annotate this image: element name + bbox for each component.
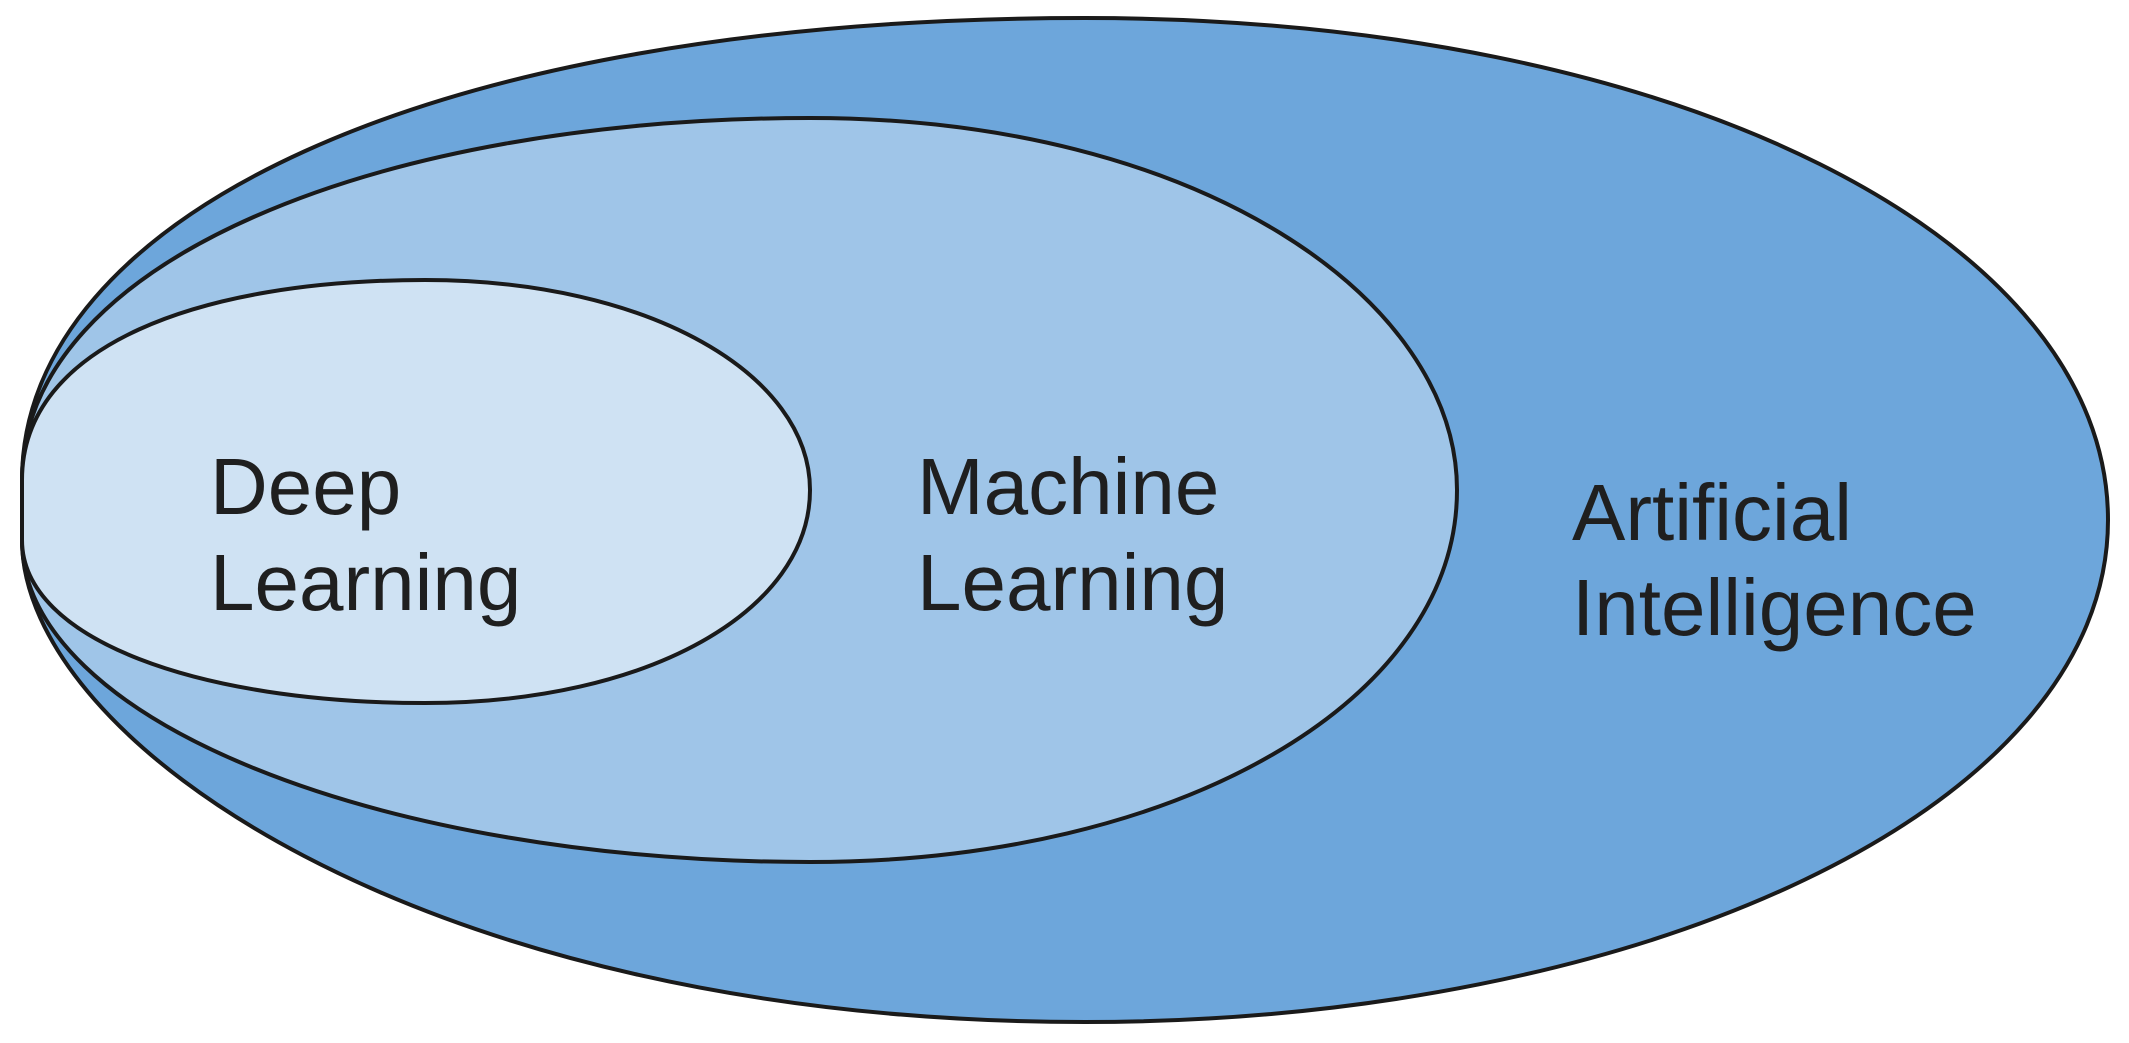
machine-learning-label-line2: Learning — [917, 538, 1228, 627]
machine-learning-label-line1: Machine — [917, 442, 1219, 531]
deep-learning-set — [20, 277, 813, 706]
machine-learning-label: Machine Learning — [917, 442, 1228, 627]
deep-learning-label-line2: Learning — [210, 538, 521, 627]
artificial-intelligence-label-line1: Artificial — [1572, 468, 1852, 557]
artificial-intelligence-label: Artificial Intelligence — [1572, 468, 1977, 652]
artificial-intelligence-label-line2: Intelligence — [1572, 563, 1977, 652]
deep-learning-label: Deep Learning — [210, 442, 521, 627]
deep-learning-label-line1: Deep — [210, 442, 401, 531]
